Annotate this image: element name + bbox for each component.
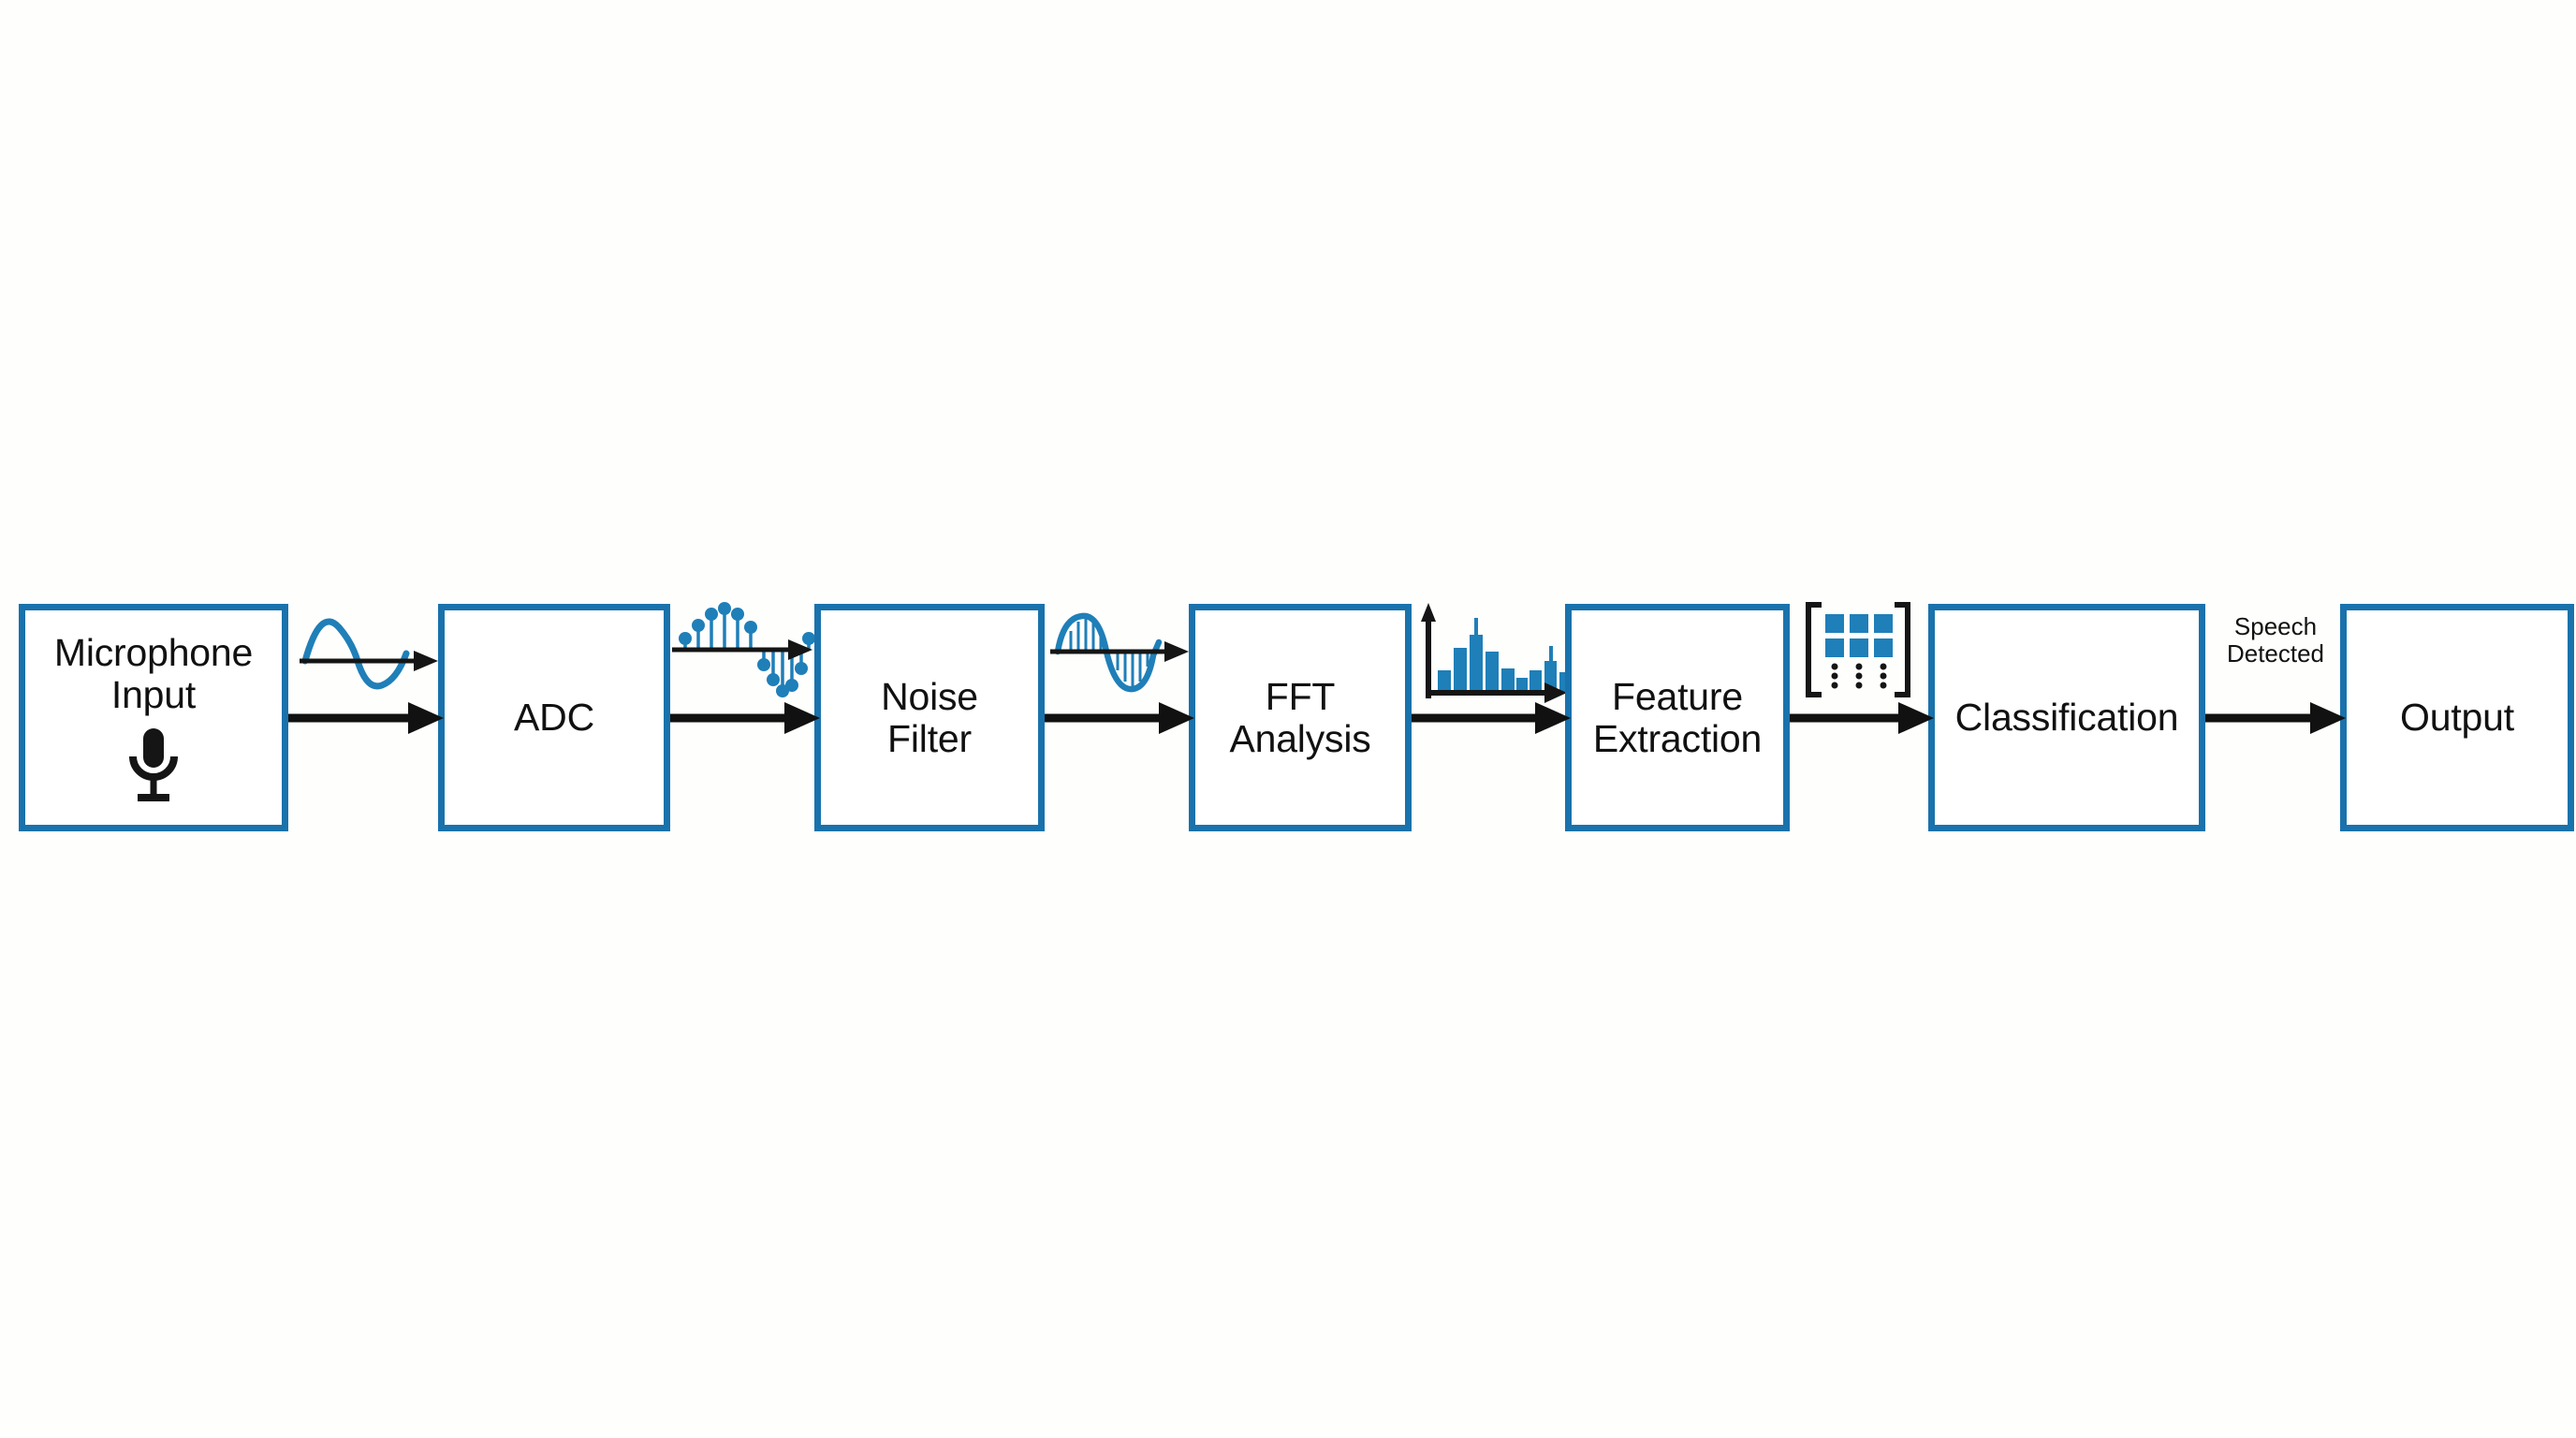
stage-box-adc[interactable]: ADC (438, 604, 670, 831)
frequency-spectrum-icon (1421, 603, 1565, 703)
connector-fft-to-feature-extraction (1412, 702, 1571, 734)
connector-mic-to-adc (288, 702, 444, 734)
filtered-sine-wave-icon (1050, 612, 1189, 693)
stage-label-fft-analysis: FFT Analysis (1229, 675, 1371, 760)
stage-box-noise-filter[interactable]: Noise Filter (814, 604, 1045, 831)
connector-noise-filter-to-fft (1045, 702, 1194, 734)
connector-adc-to-noise-filter (670, 702, 820, 734)
stage-box-microphone-input[interactable]: Microphone Input (19, 604, 288, 831)
stage-box-fft-analysis[interactable]: FFT Analysis (1189, 604, 1412, 831)
stage-box-output[interactable]: Output (2340, 604, 2574, 831)
stage-box-feature-extraction[interactable]: Feature Extraction (1565, 604, 1790, 831)
stage-label-noise-filter: Noise Filter (881, 675, 978, 760)
stage-label-microphone-input: Microphone Input (53, 631, 254, 716)
stage-label-output: Output (2400, 696, 2514, 740)
microphone-icon (125, 726, 182, 803)
stage-label-adc: ADC (514, 696, 594, 740)
sampled-stem-plot-icon (672, 602, 814, 697)
stage-box-classification[interactable]: Classification (1928, 604, 2205, 831)
feature-matrix-icon (1806, 602, 1910, 697)
analog-sine-wave-icon (300, 618, 438, 690)
stage-label-classification: Classification (1954, 696, 2179, 740)
stage-label-feature-extraction: Feature Extraction (1592, 675, 1763, 760)
connector-classification-to-output (2205, 702, 2346, 734)
edge-label-speech-detected: Speech Detected (2226, 612, 2325, 668)
connector-feature-extraction-to-classification (1790, 702, 1934, 734)
